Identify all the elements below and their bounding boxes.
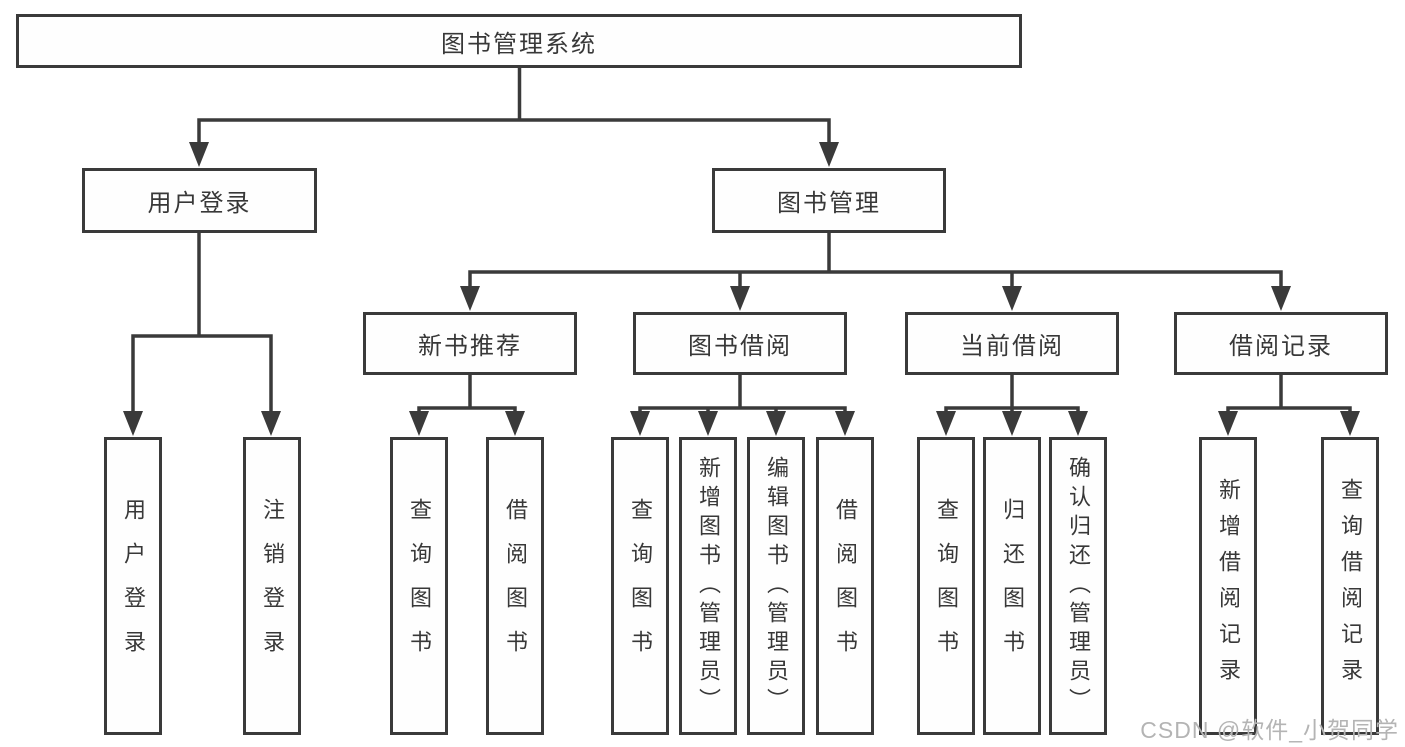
leaf-query-books-recommend-label: 查询图书 <box>407 498 432 674</box>
leaf-logout: 注销登录 <box>243 437 301 735</box>
leaf-query-books-borrow-label: 查询图书 <box>628 498 653 674</box>
node-library-system: 图书管理系统 <box>16 14 1022 68</box>
leaf-logout-label: 注销登录 <box>260 498 285 674</box>
leaf-query-books-current-label: 查询图书 <box>934 498 959 674</box>
node-borrow-records: 借阅记录 <box>1174 312 1388 375</box>
node-book-management: 图书管理 <box>712 168 946 233</box>
node-book-borrow: 图书借阅 <box>633 312 847 375</box>
leaf-add-borrow-record: 新增借阅记录 <box>1199 437 1257 735</box>
leaf-return-books: 归还图书 <box>983 437 1041 735</box>
leaf-user-login-label: 用户登录 <box>121 498 146 674</box>
watermark-text: CSDN @软件_小贺同学 <box>1140 717 1399 743</box>
leaf-borrow-books-2: 借阅图书 <box>816 437 874 735</box>
leaf-borrow-books-recommend: 借阅图书 <box>486 437 544 735</box>
leaf-add-book-admin-label: 新增图书（管理员） <box>696 455 721 717</box>
leaf-query-borrow-record: 查询借阅记录 <box>1321 437 1379 735</box>
leaf-confirm-return-admin: 确认归还（管理员） <box>1049 437 1107 735</box>
leaf-confirm-return-admin-label: 确认归还（管理员） <box>1066 455 1091 717</box>
leaf-return-books-label: 归还图书 <box>1000 498 1025 674</box>
leaf-borrow-books-recommend-label: 借阅图书 <box>503 498 528 674</box>
node-current-borrow: 当前借阅 <box>905 312 1119 375</box>
node-user-login: 用户登录 <box>82 168 317 233</box>
leaf-borrow-books-2-label: 借阅图书 <box>833 498 858 674</box>
leaf-user-login: 用户登录 <box>104 437 162 735</box>
leaf-query-books-recommend: 查询图书 <box>390 437 448 735</box>
leaf-add-borrow-record-label: 新增借阅记录 <box>1216 478 1241 694</box>
node-new-book-recommend: 新书推荐 <box>363 312 577 375</box>
leaf-query-books-borrow: 查询图书 <box>611 437 669 735</box>
leaf-add-book-admin: 新增图书（管理员） <box>679 437 737 735</box>
leaf-query-borrow-record-label: 查询借阅记录 <box>1338 478 1363 694</box>
leaf-query-books-current: 查询图书 <box>917 437 975 735</box>
leaf-edit-book-admin: 编辑图书（管理员） <box>747 437 805 735</box>
leaf-edit-book-admin-label: 编辑图书（管理员） <box>764 455 789 717</box>
